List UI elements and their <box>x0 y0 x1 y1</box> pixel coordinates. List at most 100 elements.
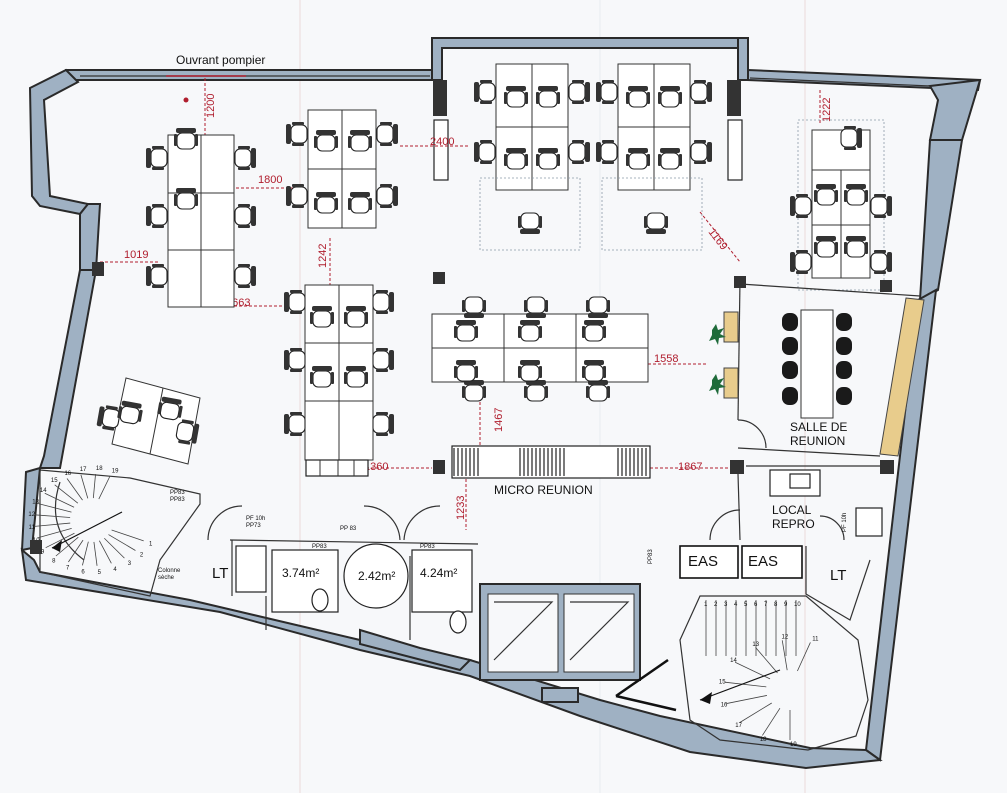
chair-icon <box>314 192 338 214</box>
dimension-1360: 1360 <box>364 461 388 473</box>
plant-icon <box>709 374 726 395</box>
chair-icon <box>474 80 496 104</box>
chair-icon <box>344 366 368 388</box>
stair-step-number: 1 <box>149 542 153 548</box>
stair-step-number: 2 <box>140 552 144 558</box>
chair-icon <box>814 184 838 206</box>
stair-step-number: 16 <box>64 471 71 477</box>
meeting-room-label-2: REUNION <box>790 434 845 448</box>
pillar <box>433 80 447 116</box>
meeting-chair-icon <box>836 337 852 355</box>
meeting-chair-icon <box>782 313 798 331</box>
chair-icon <box>582 360 606 382</box>
door-label: PP73 <box>246 523 261 529</box>
dimension-1800: 1800 <box>258 174 282 186</box>
stair-step-number: 8 <box>774 602 778 608</box>
door-label: PP83 <box>648 549 654 564</box>
chair-icon <box>844 184 868 206</box>
chair-icon <box>174 188 198 210</box>
chair-icon <box>626 148 650 170</box>
meeting-chair-icon <box>782 387 798 405</box>
stair-step-number: 15 <box>719 680 726 686</box>
chair-icon <box>286 122 308 146</box>
chair-icon <box>372 412 394 436</box>
door-label: PP 83 <box>340 526 357 532</box>
chair-icon <box>870 250 892 274</box>
chair-icon <box>284 348 306 372</box>
desk-cluster-d <box>479 63 581 251</box>
stair-step-number: 16 <box>721 703 728 709</box>
chair-icon <box>286 184 308 208</box>
chair-icon <box>234 146 256 170</box>
stair-step-number: 9 <box>41 549 45 555</box>
desk-cluster-e <box>601 63 703 251</box>
stair-step-number: 7 <box>764 602 768 608</box>
chair-icon <box>596 140 618 164</box>
door-label: PP83 <box>312 544 327 550</box>
chair-icon <box>840 126 862 150</box>
chair-icon <box>146 146 168 170</box>
chair-icon <box>504 148 528 170</box>
dimension-1242: 1242 <box>317 244 329 268</box>
stair-step-number: 11 <box>812 637 819 643</box>
chair-icon <box>690 140 712 164</box>
chair-icon <box>310 366 334 388</box>
dimension-2400: 2400 <box>430 136 454 148</box>
stair-step-number: 18 <box>96 466 103 472</box>
stair-step-number: 14 <box>730 658 737 664</box>
repro-label-2: REPRO <box>772 517 815 531</box>
chair-icon <box>376 184 398 208</box>
door-label: PP83 <box>170 497 185 503</box>
chair-icon <box>234 204 256 228</box>
stair-step-number: 2 <box>714 602 718 608</box>
eas-label: EAS <box>688 553 718 570</box>
outer-walls <box>20 37 982 770</box>
chair-icon <box>174 128 198 150</box>
dimension-1200: 1200 <box>205 94 217 118</box>
chair-icon <box>474 140 496 164</box>
chair-icon <box>586 380 610 402</box>
column-label-2: sèche <box>158 575 175 581</box>
shafts <box>479 583 677 712</box>
stair-step-number: 9 <box>784 602 788 608</box>
pillar <box>433 272 445 284</box>
repro-room: LOCAL REPRO PF 10h <box>709 460 894 541</box>
area-label-2: 2.42m² <box>358 569 395 583</box>
eas-label: EAS <box>748 553 778 570</box>
chair-icon <box>454 360 478 382</box>
chair-icon <box>372 348 394 372</box>
dimension-1169: 1169 <box>706 226 730 252</box>
plant-icon <box>709 324 726 345</box>
chair-icon <box>284 412 306 436</box>
stair-step-number: 6 <box>754 602 758 608</box>
door-label: PP83 <box>170 490 185 496</box>
chair-icon <box>814 236 838 258</box>
chair-icon <box>568 80 590 104</box>
chair-icon <box>844 236 868 258</box>
chair-icon <box>157 396 183 421</box>
chair-icon <box>96 405 121 431</box>
meeting-room-label: SALLE DE <box>790 420 847 434</box>
dimension-1019: 1019 <box>124 249 148 261</box>
chairs <box>96 80 892 445</box>
stair-step-number: 19 <box>112 469 119 475</box>
repro-label: LOCAL <box>772 503 812 517</box>
chair-icon <box>536 148 560 170</box>
micro-meeting-booth: MICRO REUNION <box>451 445 651 497</box>
area-label-3: 4.24m² <box>420 566 457 580</box>
stair-step-number: 3 <box>128 561 132 567</box>
chair-icon <box>870 194 892 218</box>
area-label-1: 3.74m² <box>282 566 319 580</box>
chair-icon <box>658 148 682 170</box>
meeting-room: SALLE DE REUNION <box>723 276 925 457</box>
storage-units <box>305 459 369 477</box>
chair-icon <box>582 320 606 342</box>
stair-step-number: 12 <box>782 634 789 640</box>
chair-icon <box>790 194 812 218</box>
chair-icon <box>146 264 168 288</box>
chair-icon <box>146 204 168 228</box>
dimension-1867: 1867 <box>678 461 702 473</box>
meeting-chairs <box>782 313 852 405</box>
chair-icon <box>348 192 372 214</box>
